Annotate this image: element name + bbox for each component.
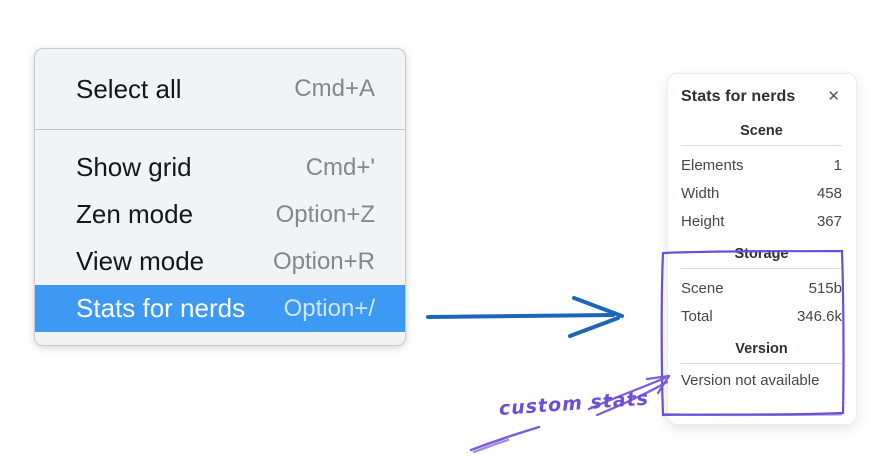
stat-label: Height xyxy=(681,213,725,230)
stat-label: Width xyxy=(681,185,720,202)
menu-item-label: Stats for nerds xyxy=(76,293,246,323)
stat-row-width: Width 458 xyxy=(681,180,842,208)
stat-row-height: Height 367 xyxy=(681,208,842,236)
section-rows: Elements 1 Width 458 Height 367 xyxy=(681,152,842,236)
version-message: Version not available xyxy=(681,372,820,389)
menu-item-view-mode[interactable]: View mode Option+R xyxy=(35,238,405,285)
annotation-custom-stats-label: custom stats xyxy=(498,387,650,420)
section-divider xyxy=(681,145,842,146)
menu-item-zen-mode[interactable]: Zen mode Option+Z xyxy=(35,191,405,238)
stats-panel-header: Stats for nerds ✕ xyxy=(681,87,842,106)
menu-group: Show grid Cmd+' Zen mode Option+Z View m… xyxy=(35,130,405,332)
menu-item-shortcut: Option+/ xyxy=(283,294,375,322)
section-title: Scene xyxy=(740,123,783,139)
stats-panel-title: Stats for nerds xyxy=(681,87,796,105)
stat-row-scene-storage: Scene 515b xyxy=(681,275,842,303)
stat-value: 458 xyxy=(816,185,842,202)
close-icon[interactable]: ✕ xyxy=(827,88,840,105)
section-version: Version Version not available xyxy=(681,341,842,396)
section-title: Version xyxy=(735,341,788,357)
menu-item-label: Show grid xyxy=(76,152,192,182)
stat-row-total-storage: Total 346.6k xyxy=(681,303,842,331)
menu-item-shortcut: Option+R xyxy=(272,247,375,275)
menu-item-shortcut: Cmd+A xyxy=(294,75,375,102)
menu-item-label: View mode xyxy=(76,246,205,276)
menu-divider xyxy=(35,129,405,130)
section-storage: Storage Scene 515b Total 346.6k xyxy=(681,246,842,331)
stat-label: Elements xyxy=(681,157,744,174)
stats-panel: Stats for nerds ✕ Scene Elements 1 Width… xyxy=(667,73,857,425)
menu-item-shortcut: Cmd+' xyxy=(305,153,375,181)
menu-item-label: Zen mode xyxy=(76,199,194,229)
menu-item-shortcut: Option+Z xyxy=(275,200,375,228)
section-divider xyxy=(681,363,842,364)
menu-item-show-grid[interactable]: Show grid Cmd+' xyxy=(35,144,405,191)
flow-arrow xyxy=(426,296,624,338)
stat-value: 515b xyxy=(808,280,842,297)
menu-item-stats-for-nerds[interactable]: Stats for nerds Option+/ xyxy=(35,285,405,332)
stat-value: 367 xyxy=(816,213,842,230)
section-title: Storage xyxy=(734,246,789,262)
section-divider xyxy=(681,268,842,269)
annotation-underline xyxy=(469,425,541,454)
stat-label: Scene xyxy=(681,280,724,297)
stat-value: 346.6k xyxy=(796,308,842,325)
stat-value: 1 xyxy=(833,157,842,174)
stat-row-elements: Elements 1 xyxy=(681,152,842,180)
section-rows: Scene 515b Total 346.6k xyxy=(681,275,842,331)
section-scene: Scene Elements 1 Width 458 Height 367 xyxy=(681,123,842,236)
menu-item-label: Select all xyxy=(76,73,182,104)
context-menu: Select all Cmd+A Show grid Cmd+' Zen mod… xyxy=(34,48,406,346)
menu-item-select-all[interactable]: Select all Cmd+A xyxy=(35,49,405,129)
stat-label: Total xyxy=(681,308,713,325)
